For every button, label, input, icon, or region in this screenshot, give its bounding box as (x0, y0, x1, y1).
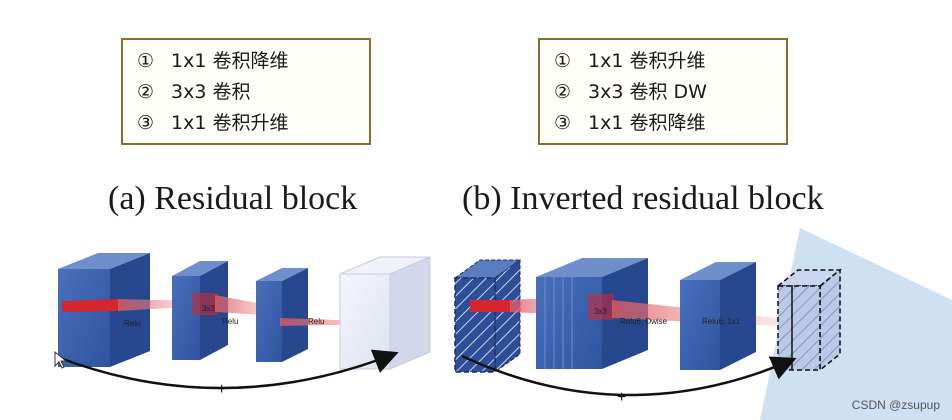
residual-block-2-label: Relu (222, 317, 238, 326)
inverted-skip-plus: + (617, 389, 626, 406)
residual-block-3 (256, 268, 308, 362)
residual-skip-arrow (59, 349, 399, 390)
right-caption: (b) Inverted residual block (462, 180, 824, 217)
inverted-block-2-label: Relu6, Dwise (620, 317, 668, 326)
cursor-icon (54, 350, 68, 369)
residual-block-1 (58, 253, 150, 367)
watermark: CSDN @zsupup (851, 398, 940, 412)
inverted-block-2 (536, 258, 648, 369)
residual-block-2 (172, 261, 228, 360)
inverted-block-3-label: Relu6, 1x1 (702, 317, 741, 326)
inverted-block-1 (453, 259, 522, 373)
residual-block-2-kernel-label: 3x3 (202, 304, 215, 313)
residual-skip-plus: + (217, 381, 226, 398)
inverted-block-2-kernel-label: 3x3 (594, 307, 607, 316)
inverted-skip-arrow (461, 354, 797, 397)
inverted-block-4 (775, 268, 843, 372)
residual-block-4 (339, 256, 431, 370)
inverted-block-3 (680, 262, 756, 370)
residual-block-1-label: Relu (124, 319, 140, 328)
residual-block-3-label: Relu (308, 317, 324, 326)
left-caption: (a) Residual block (108, 180, 358, 217)
